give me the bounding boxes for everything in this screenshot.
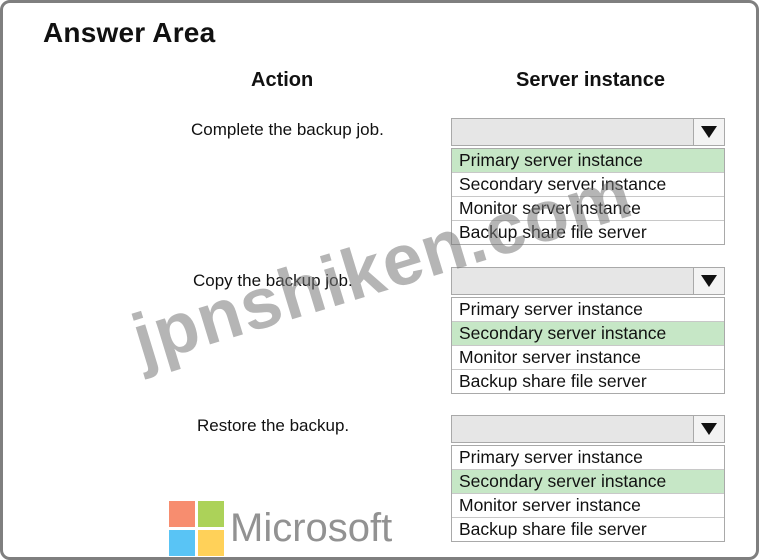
page-title: Answer Area	[43, 17, 216, 48]
dropdown-arrow[interactable]	[693, 119, 724, 145]
dropdown-options: Primary server instance Secondary server…	[451, 148, 725, 245]
dropdown-options: Primary server instance Secondary server…	[451, 297, 725, 394]
option-primary[interactable]: Primary server instance	[452, 298, 724, 322]
dropdown-header[interactable]	[451, 118, 725, 146]
option-monitor[interactable]: Monitor server instance	[452, 494, 724, 518]
microsoft-logo-icon	[169, 501, 224, 556]
dropdown-arrow[interactable]	[693, 416, 724, 442]
triangle-down-icon	[701, 126, 717, 138]
option-backup-share[interactable]: Backup share file server	[459, 371, 647, 391]
triangle-down-icon	[701, 423, 717, 435]
option-monitor[interactable]: Monitor server instance	[452, 197, 724, 221]
logo-square-red	[169, 501, 195, 527]
triangle-down-icon	[701, 275, 717, 287]
microsoft-logo-text: Microsoft	[230, 506, 393, 550]
column-header-action: Action	[251, 69, 314, 91]
option-backup-share[interactable]: Backup share file server	[459, 222, 647, 242]
option-monitor[interactable]: Monitor server instance	[452, 346, 724, 370]
dropdown-complete[interactable]: Primary server instance Secondary server…	[451, 118, 725, 245]
dropdown-header[interactable]	[451, 415, 725, 443]
option-primary[interactable]: Primary server instance	[452, 149, 724, 173]
action-label-restore: Restore the backup.	[197, 416, 350, 435]
option-primary[interactable]: Primary server instance	[452, 446, 724, 470]
option-backup-share[interactable]: Backup share file server	[459, 519, 647, 539]
option-secondary[interactable]: Secondary server instance	[452, 322, 724, 346]
dropdown-arrow[interactable]	[693, 268, 724, 294]
option-secondary[interactable]: Secondary server instance	[452, 470, 724, 494]
column-header-server: Server instance	[516, 69, 665, 91]
option-secondary[interactable]: Secondary server instance	[452, 173, 724, 197]
dropdown-restore[interactable]: Primary server instance Secondary server…	[451, 415, 725, 542]
logo-square-yellow	[198, 530, 224, 556]
action-label-copy: Copy the backup job.	[193, 271, 353, 290]
dropdown-header[interactable]	[451, 267, 725, 295]
action-label-complete: Complete the backup job.	[191, 120, 384, 139]
logo-square-blue	[169, 530, 195, 556]
dropdown-copy[interactable]: Primary server instance Secondary server…	[451, 267, 725, 394]
dropdown-options: Primary server instance Secondary server…	[451, 445, 725, 542]
logo-square-green	[198, 501, 224, 527]
microsoft-logo: Microsoft	[169, 501, 392, 556]
